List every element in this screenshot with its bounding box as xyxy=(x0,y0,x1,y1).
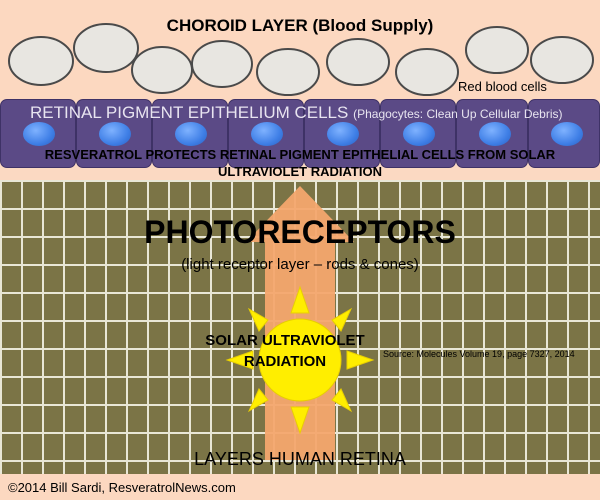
cell-nucleus xyxy=(99,122,131,146)
red-blood-cell xyxy=(465,26,529,74)
sun-ray xyxy=(331,388,353,413)
cell-nucleus xyxy=(551,122,583,146)
cell-nucleus xyxy=(175,122,207,146)
red-blood-cell xyxy=(395,48,459,96)
rpe-cell-row xyxy=(0,99,600,169)
red-blood-cell xyxy=(530,36,594,84)
red-blood-cell xyxy=(8,36,74,86)
choroid-title: CHOROID LAYER (Blood Supply) xyxy=(166,16,434,35)
photoreceptors-subtitle: (light receptor layer – rods & cones) xyxy=(181,256,419,273)
solar-uv-label: SOLAR ULTRAVIOLET RADIATION xyxy=(205,330,365,372)
sun-ray xyxy=(247,388,269,413)
rpe-cell xyxy=(380,99,456,168)
rpe-cell xyxy=(228,99,304,168)
sun-ray xyxy=(290,285,310,314)
sun-rays xyxy=(225,285,375,435)
cell-nucleus xyxy=(479,122,511,146)
rpe-label: RETINAL PIGMENT EPITHELIUM CELLS (Phagoc… xyxy=(30,103,563,123)
rpe-label-sub: (Phagocytes: Clean Up Cellular Debris) xyxy=(353,107,563,121)
sun-ray xyxy=(346,350,375,370)
sun-ray xyxy=(331,307,353,332)
source-citation: Source: Molecules Volume 19, page 7327, … xyxy=(383,349,575,359)
red-blood-cell xyxy=(326,38,390,86)
cell-nucleus xyxy=(327,122,359,146)
layers-title: LAYERS HUMAN RETINA xyxy=(194,449,406,469)
rpe-cell xyxy=(76,99,152,168)
photoreceptors-title: PHOTORECEPTORS xyxy=(144,214,456,250)
sun-disc xyxy=(258,318,342,402)
red-blood-cells xyxy=(8,23,594,96)
cell-nucleus xyxy=(251,122,283,146)
sun-ray xyxy=(290,406,310,435)
sun-ray xyxy=(225,350,254,370)
rpe-cell xyxy=(152,99,228,168)
solar-uv-line1: SOLAR ULTRAVIOLET xyxy=(205,332,365,349)
resveratrol-caption-line2: ULTRAVIOLET RADIATION xyxy=(218,164,382,179)
footer-band xyxy=(0,474,600,500)
rpe-cell xyxy=(528,99,600,168)
red-blood-cell xyxy=(73,23,139,73)
sun-ray xyxy=(247,307,269,332)
cell-nucleus xyxy=(403,122,435,146)
cell-nucleus xyxy=(23,122,55,146)
resveratrol-caption-line1: RESVERATROL PROTECTS RETINAL PIGMENT EPI… xyxy=(44,147,556,162)
copyright: ©2014 Bill Sardi, ResveratrolNews.com xyxy=(8,480,236,495)
red-blood-cell xyxy=(191,40,253,88)
rpe-cell xyxy=(304,99,380,168)
red-blood-cells-label: Red blood cells xyxy=(458,79,547,94)
rpe-label-main: RETINAL PIGMENT EPITHELIUM CELLS xyxy=(30,103,349,122)
solar-uv-line2: RADIATION xyxy=(243,353,327,370)
rpe-cell xyxy=(0,99,76,168)
red-blood-cell xyxy=(256,48,320,96)
rpe-cell xyxy=(456,99,528,168)
